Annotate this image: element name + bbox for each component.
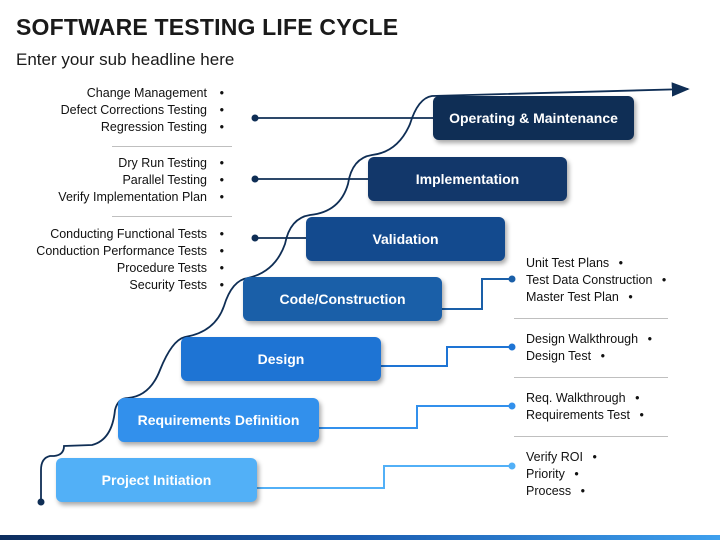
list-item: Process: [526, 483, 597, 500]
stage-label: Design: [257, 351, 305, 367]
connector-dot-right-1: [508, 275, 516, 283]
list-item: Defect Corrections Testing: [61, 102, 225, 119]
connector-dot-right-3: [508, 402, 516, 410]
footer-bar: [0, 535, 720, 540]
connector-dot-left-1: [251, 114, 259, 122]
connector-right-2: [381, 346, 512, 367]
stage-code-construction: Code/Construction: [243, 277, 442, 321]
list-item: Design Walkthrough: [526, 331, 652, 348]
list-item: Verify Implementation Plan: [58, 189, 224, 206]
list-item: Security Tests: [36, 277, 224, 294]
stage-label: Requirements Definition: [137, 412, 300, 428]
left-group-validation: Conducting Functional Tests Conduction P…: [36, 226, 224, 294]
list-item: Test Data Construction: [526, 272, 666, 289]
right-separator-2: [514, 377, 668, 378]
page-title: SOFTWARE TESTING LIFE CYCLE: [16, 14, 399, 40]
list-item: Design Test: [526, 348, 652, 365]
connector-dot-right-4: [508, 462, 516, 470]
stage-operating-maintenance: Operating & Maintenance: [433, 96, 634, 140]
connector-right-1: [442, 278, 512, 310]
list-item: Parallel Testing: [58, 172, 224, 189]
connector-dot-right-2: [508, 343, 516, 351]
path-start-dot: [37, 498, 45, 506]
page-subtitle: Enter your sub headline here: [16, 50, 235, 69]
left-group-implementation: Dry Run Testing Parallel Testing Verify …: [58, 155, 224, 206]
connector-dot-left-2: [251, 175, 259, 183]
right-group-code: Unit Test Plans Test Data Construction M…: [526, 255, 666, 306]
list-item: Conduction Performance Tests: [36, 243, 224, 260]
stage-validation: Validation: [306, 217, 505, 261]
right-separator-3: [514, 436, 668, 437]
stage-requirements-definition: Requirements Definition: [118, 398, 319, 442]
list-item: Priority: [526, 466, 597, 483]
list-item: Regression Testing: [61, 119, 224, 136]
list-item: Verify ROI: [526, 449, 597, 466]
list-item: Req. Walkthrough: [526, 390, 644, 407]
list-item: Procedure Tests: [36, 260, 224, 277]
list-item: Requirements Test: [526, 407, 644, 424]
list-item: Dry Run Testing: [58, 155, 224, 172]
stage-project-initiation: Project Initiation: [56, 458, 257, 502]
left-separator-1: [112, 146, 232, 147]
stage-label: Project Initiation: [101, 472, 212, 488]
list-item: Conducting Functional Tests: [36, 226, 224, 243]
stage-label: Implementation: [415, 171, 520, 187]
connector-dot-left-3: [251, 234, 259, 242]
connector-right-3: [319, 405, 512, 429]
stage-label: Operating & Maintenance: [449, 110, 618, 126]
list-item: Master Test Plan: [526, 289, 666, 306]
stage-design: Design: [181, 337, 381, 381]
stage-implementation: Implementation: [368, 157, 567, 201]
left-group-operating: Change Management Defect Corrections Tes…: [61, 85, 225, 136]
staircase-path: [40, 82, 690, 502]
right-group-design: Design Walkthrough Design Test: [526, 331, 652, 365]
list-item: Change Management: [61, 85, 225, 102]
right-group-requirements: Req. Walkthrough Requirements Test: [526, 390, 644, 424]
left-separator-2: [112, 216, 232, 217]
stage-label: Validation: [372, 231, 439, 247]
right-group-initiation: Verify ROI Priority Process: [526, 449, 597, 500]
list-item: Unit Test Plans: [526, 255, 666, 272]
right-separator-1: [514, 318, 668, 319]
connector-right-4: [257, 465, 512, 489]
stage-label: Code/Construction: [279, 291, 406, 307]
